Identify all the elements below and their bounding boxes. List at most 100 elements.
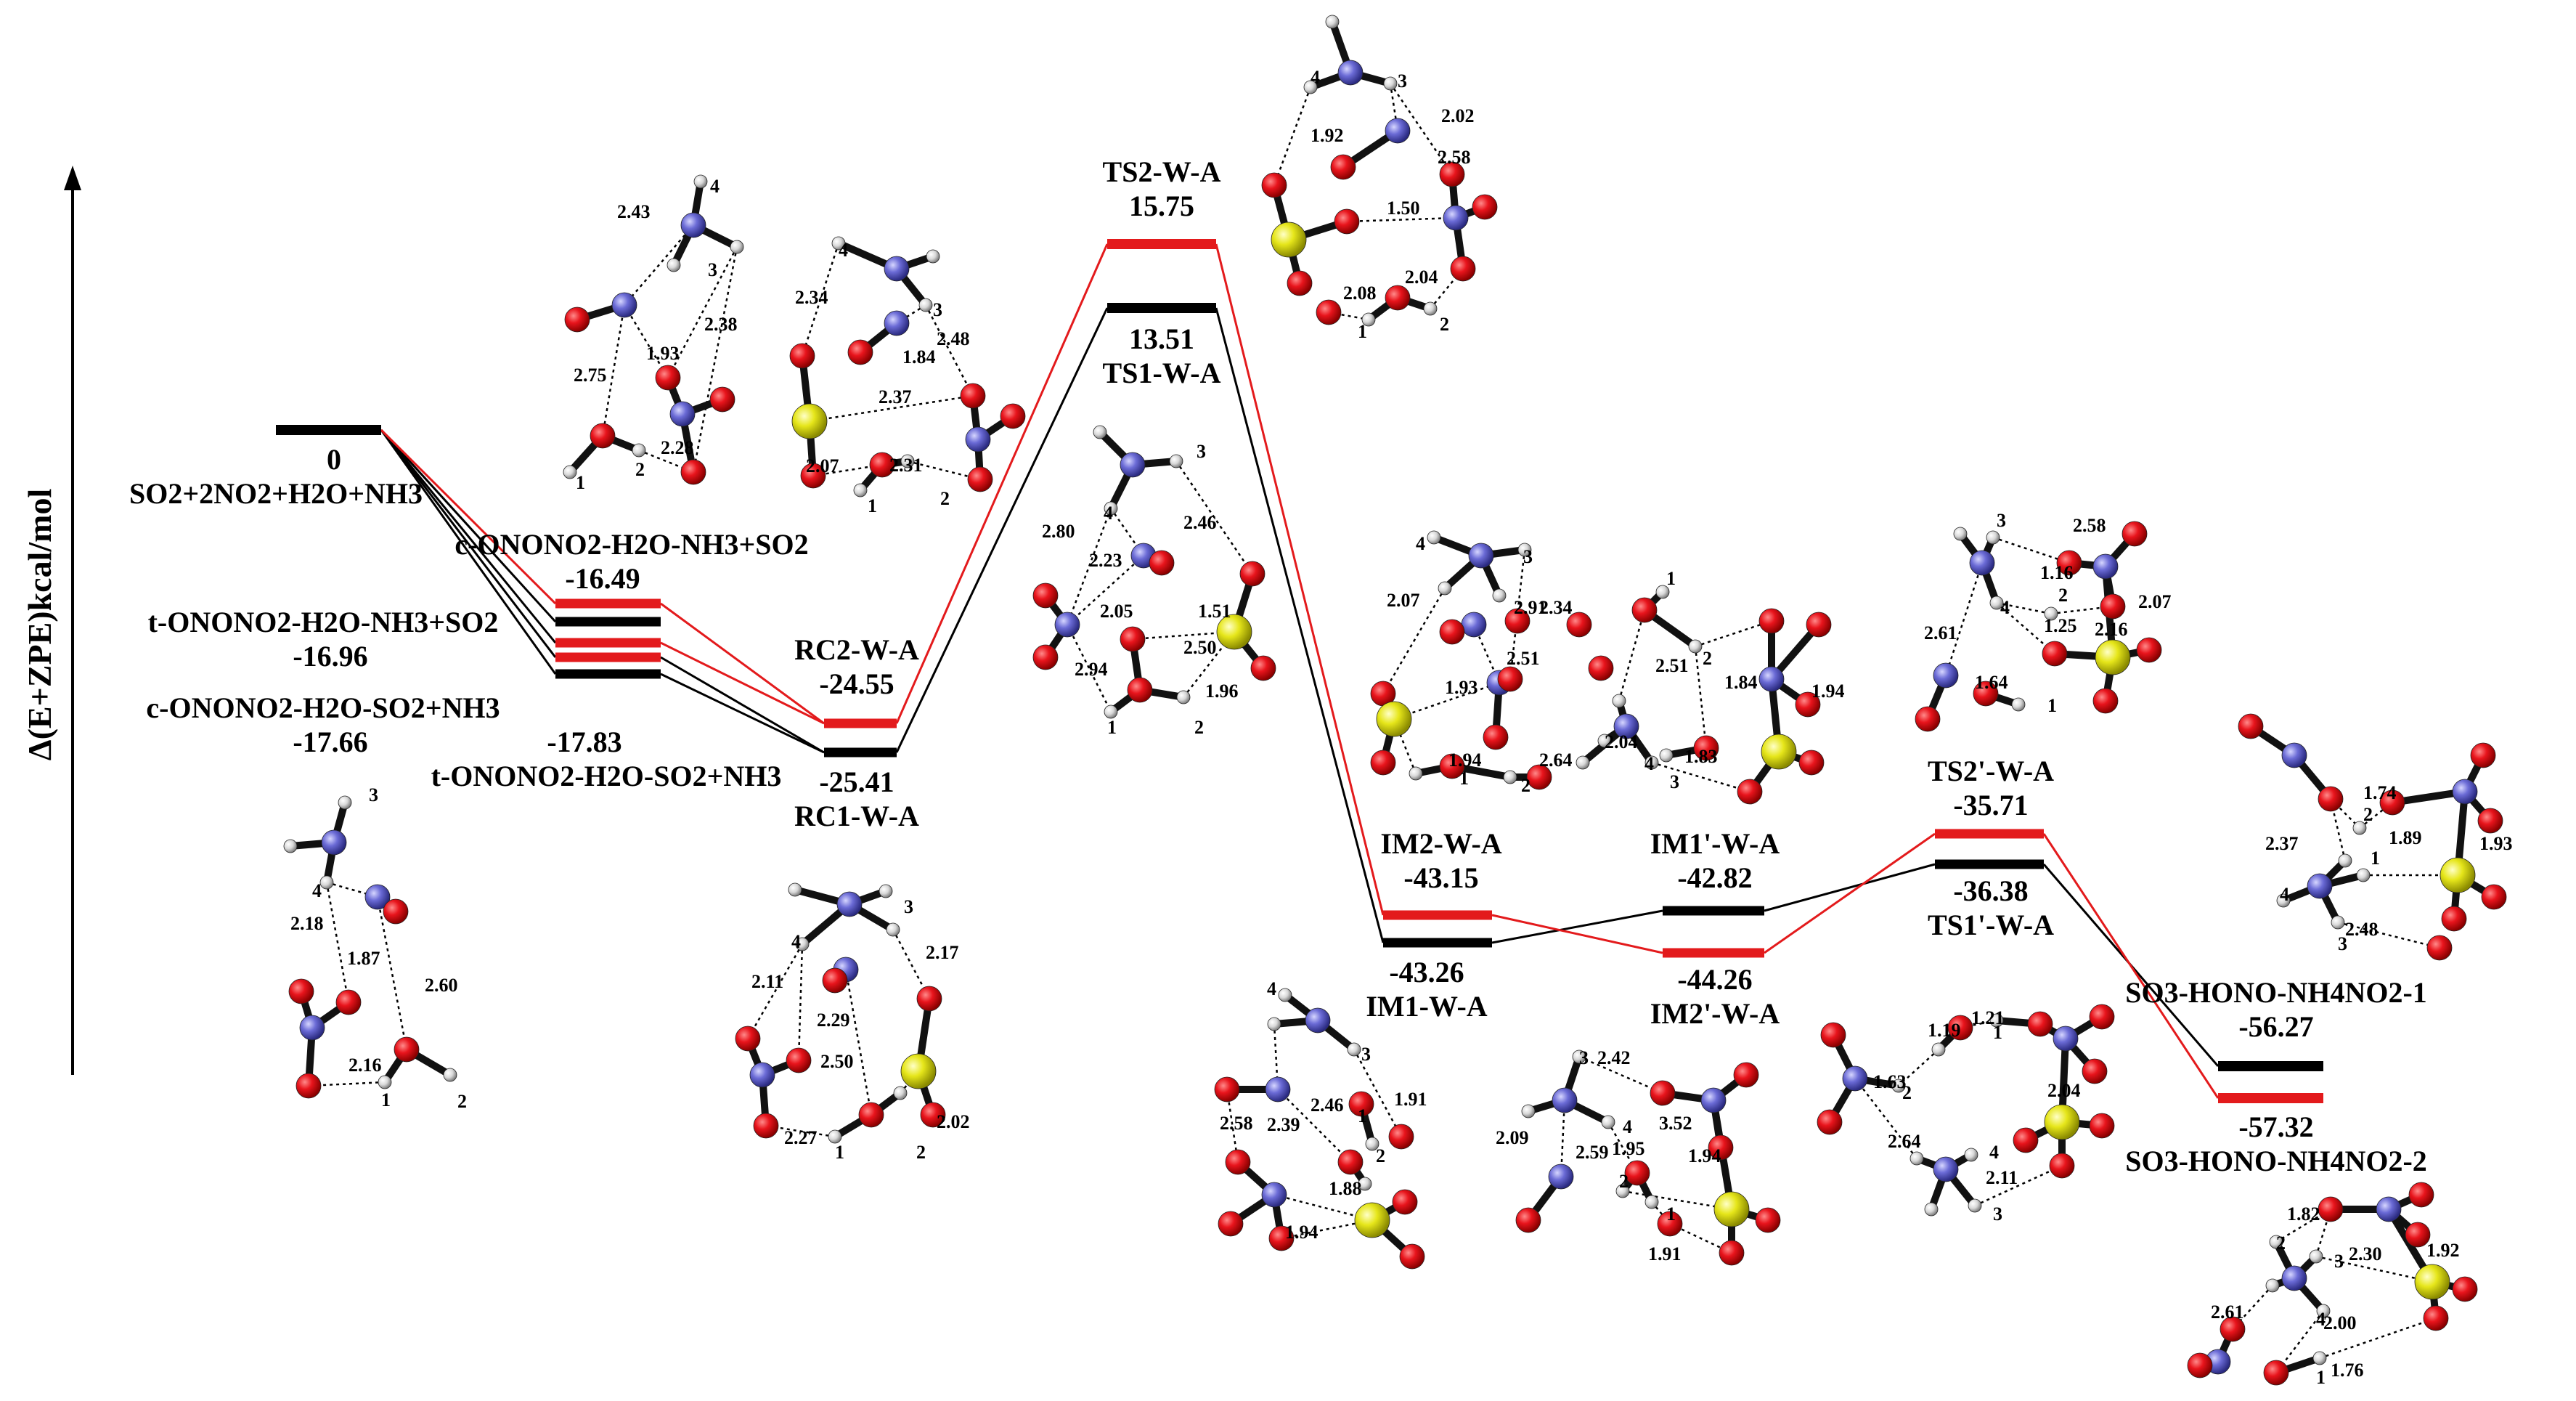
atom-index: 3 (708, 259, 717, 280)
atom-S (2440, 857, 2476, 893)
atom-N (1700, 1087, 1727, 1113)
atom-O (295, 1073, 322, 1099)
hbond (1974, 1164, 2063, 1207)
hbond (746, 943, 804, 1039)
label-c3-name: c-ONONO2-H2O-SO2+NH3 (146, 691, 500, 724)
y-axis: Δ(E+ZPE)kcal/mol (21, 166, 81, 1075)
atom-H (2316, 1304, 2331, 1318)
atom-S (2044, 1104, 2080, 1140)
atom-H (1597, 734, 1612, 748)
hbond (624, 224, 694, 306)
atom-H (886, 922, 900, 937)
atom-O (2121, 521, 2148, 547)
distance-label: 2.80 (1042, 521, 1075, 542)
distance-label: 1.89 (2389, 827, 2422, 848)
atom-index: 3 (1670, 771, 1679, 792)
hbond (1622, 1190, 1732, 1211)
distance-label: 2.46 (1311, 1095, 1344, 1116)
distance-label: 1.19 (1928, 1020, 1961, 1041)
hbond (2319, 1317, 2437, 1360)
atom-N (2376, 1196, 2402, 1222)
atom-O (2089, 1004, 2115, 1030)
hbond (1618, 609, 1646, 702)
atom-O (2136, 637, 2162, 663)
atom-N (1758, 666, 1785, 692)
distance-label: 1.94 (1285, 1222, 1318, 1243)
distance-label: 1.21 (1971, 1007, 2005, 1028)
atom-O (2452, 1276, 2478, 1302)
label-ts2p-name: TS2'-W-A (1928, 755, 2054, 787)
distance-label: 2.11 (1986, 1167, 2018, 1188)
atom-index: 2 (1703, 648, 1712, 669)
atom-O (1214, 1076, 1240, 1102)
label-ts2-name: TS2-W-A (1103, 155, 1221, 188)
hbond (1183, 631, 1235, 698)
atom-O (1795, 691, 1821, 718)
distance-label: 1.50 (1387, 198, 1420, 219)
distance-label: 2.34 (795, 287, 828, 308)
distance-label: 2.60 (425, 975, 458, 996)
atom-H (1576, 755, 1590, 770)
atom-O (920, 1102, 946, 1128)
atom-S (1376, 701, 1412, 737)
atom-O (1526, 764, 1552, 790)
label-p1-name: SO3-HONO-NH4NO2-1 (2125, 976, 2427, 1009)
atom-H (2265, 1278, 2280, 1293)
distance-label: 2.07 (2138, 591, 2172, 612)
atom-N (1969, 550, 1995, 576)
atom-index: 2 (1521, 775, 1530, 796)
distance-label: 2.51 (1507, 648, 1540, 669)
distance-label: 2.31 (889, 455, 923, 476)
atom-O (335, 989, 362, 1015)
atom-O (1032, 582, 1059, 609)
atom-N (321, 829, 347, 856)
atom-H (2044, 606, 2058, 621)
atom-H (1521, 1104, 1536, 1118)
atom-N (749, 1062, 775, 1088)
atom-O (967, 466, 993, 492)
atom-O (800, 463, 826, 489)
atom-N (1054, 612, 1080, 638)
distance-label: 2.61 (2211, 1301, 2244, 1323)
distance-label: 2.04 (1405, 267, 1438, 288)
distance-label: 2.48 (2345, 919, 2379, 940)
distance-label: 2.28 (661, 437, 694, 458)
atom-O (916, 986, 942, 1012)
atom-O (288, 978, 314, 1004)
atom-O (1149, 550, 1175, 576)
atom-H (1409, 766, 1423, 781)
atom-H (1572, 1049, 1586, 1064)
atom-O (2089, 1113, 2115, 1139)
atom-O (2187, 1352, 2213, 1378)
atom-H (693, 174, 708, 189)
atom-index: 3 (1361, 1044, 1371, 1065)
atom-index: 1 (2371, 848, 2380, 869)
atom-O (2049, 1153, 2075, 1179)
atom-index: 1 (1358, 321, 1367, 342)
distance-label: 2.17 (926, 942, 959, 963)
hbond (801, 243, 840, 357)
label-start-value: 0 (327, 443, 341, 476)
distance-label: 2.29 (817, 1010, 850, 1031)
atom-S (2095, 639, 2131, 675)
atom-index: 2 (1440, 314, 1449, 335)
hbond (1067, 555, 1144, 625)
atom-O (2100, 593, 2126, 620)
atom-O (858, 1102, 884, 1128)
hbond (1066, 624, 1112, 712)
atom-O (1915, 706, 1941, 732)
hbond (1694, 646, 1708, 749)
atom-N (2281, 1265, 2307, 1291)
distance-label: 1.94 (1811, 681, 1845, 702)
label-ts2p-value: -35.71 (1953, 789, 2028, 821)
atom-N (1613, 713, 1639, 739)
atom-index: 2 (2058, 585, 2068, 606)
label-im2-name: IM2-W-A (1380, 827, 1501, 860)
atom-H (1924, 1202, 1939, 1217)
distance-label: 1.88 (1329, 1178, 1362, 1199)
atom-index: 1 (1993, 1022, 2002, 1043)
distance-label: 1.94 (1448, 750, 1482, 771)
